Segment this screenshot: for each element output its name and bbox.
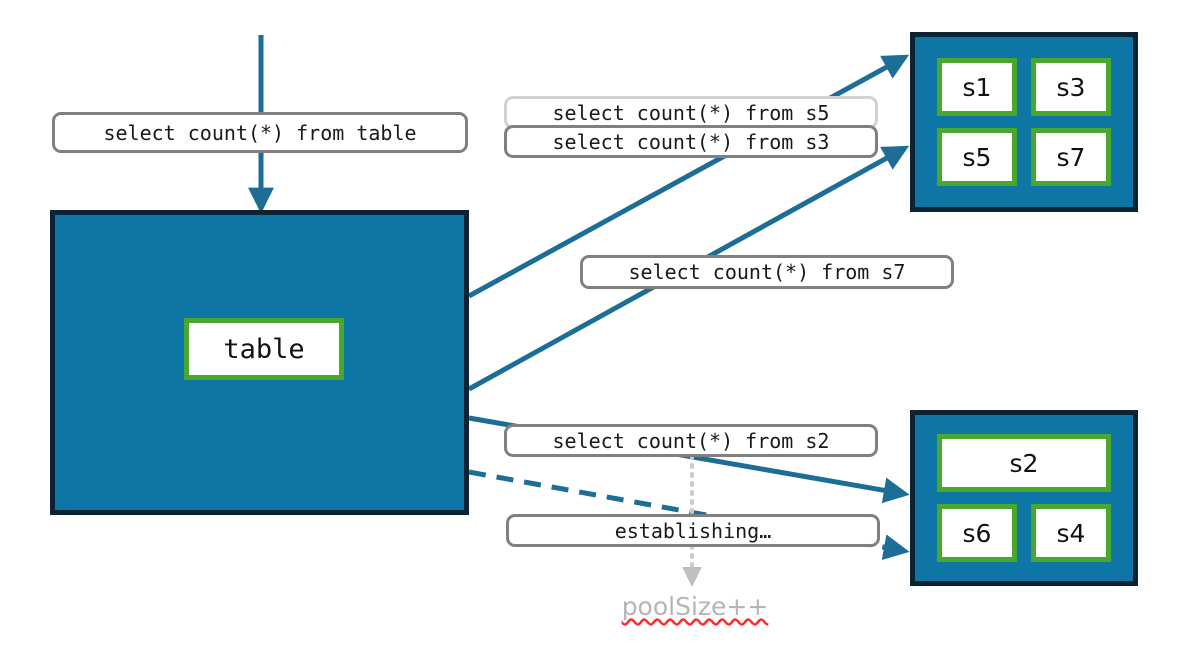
query-label-text: select count(*) from s3 (552, 129, 830, 154)
query-label-entry[interactable]: select count(*) from table (52, 112, 468, 153)
status-label-establishing[interactable]: establishing… (506, 514, 880, 547)
server-node-label: s7 (1056, 142, 1086, 172)
server-node-s6[interactable]: s6 (937, 504, 1017, 562)
poolsize-text: poolSize++ (621, 592, 769, 621)
query-label-text: select count(*) from s5 (552, 100, 830, 125)
server-node-s1[interactable]: s1 (937, 58, 1017, 116)
server-node-label: s1 (962, 72, 992, 102)
server-node-s4[interactable]: s4 (1031, 504, 1111, 562)
server-node-label: s5 (962, 142, 992, 172)
query-label-text: select count(*) from s2 (552, 428, 830, 453)
query-label-s3[interactable]: select count(*) from s3 (504, 125, 878, 158)
query-label-text: select count(*) from table (103, 120, 417, 145)
server-node-label: s4 (1056, 518, 1086, 548)
status-label-text: establishing… (614, 518, 772, 543)
table-node[interactable]: table (184, 318, 344, 380)
server-node-label: s2 (1009, 448, 1039, 478)
pool-bottom: s2 s6 s4 (910, 410, 1138, 586)
query-label-s7[interactable]: select count(*) from s7 (580, 255, 954, 289)
query-label-s2[interactable]: select count(*) from s2 (504, 424, 878, 457)
query-label-text: select count(*) from s7 (628, 260, 906, 284)
server-node-label: s6 (962, 518, 992, 548)
server-node-s2[interactable]: s2 (937, 434, 1111, 492)
poolsize-annotation: poolSize++ (560, 592, 830, 621)
server-node-s5[interactable]: s5 (937, 128, 1017, 186)
server-node-label: s3 (1056, 72, 1086, 102)
server-node-s7[interactable]: s7 (1031, 128, 1111, 186)
table-node-label: table (223, 333, 305, 365)
pool-top: s1 s3 s5 s7 (910, 32, 1138, 212)
table-container: table (50, 210, 469, 515)
server-node-s3[interactable]: s3 (1031, 58, 1111, 116)
